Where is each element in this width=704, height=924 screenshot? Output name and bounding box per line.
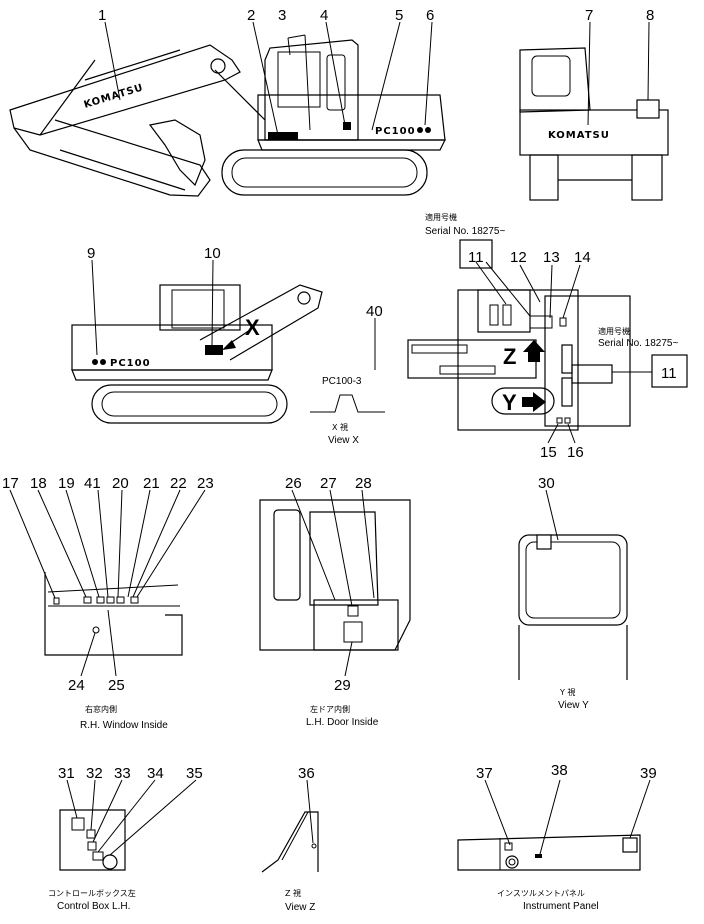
callout-3: 3 bbox=[278, 7, 286, 24]
view-x-detail: PC100-3 X 視 View X bbox=[310, 376, 385, 446]
callout-41: 41 bbox=[84, 475, 101, 492]
callout-18: 18 bbox=[30, 475, 47, 492]
view-z-caption-jp: Z 視 bbox=[285, 889, 301, 898]
excavator-plan-view: 適用号機 Serial No. 18275~ Z Y 適用号機 Serial N… bbox=[407, 212, 688, 431]
view-x-decal-text: PC100-3 bbox=[322, 376, 362, 387]
callout-12: 12 bbox=[510, 249, 527, 266]
model-badge-side: PC100 bbox=[375, 126, 416, 137]
callout-17: 17 bbox=[2, 475, 19, 492]
callout-14: 14 bbox=[574, 249, 591, 266]
callout-11-right: 11 bbox=[661, 365, 677, 382]
callout-31: 31 bbox=[58, 765, 75, 782]
control-box-caption-en: Control Box L.H. bbox=[57, 901, 130, 912]
view-y-caption-en: View Y bbox=[558, 700, 589, 711]
leader-lines bbox=[9, 21, 651, 856]
callout-box-11-top bbox=[459, 239, 493, 269]
callout-23: 23 bbox=[197, 475, 214, 492]
view-y-caption-jp: Y 視 bbox=[559, 688, 575, 697]
callout-40: 40 bbox=[366, 303, 383, 320]
instrument-panel: インスツルメントパネル Instrument Panel bbox=[457, 834, 641, 912]
callout-35: 35 bbox=[186, 765, 203, 782]
view-z-caption-en: View Z bbox=[285, 902, 315, 913]
rh-window-inside: 右窓内側 R.H. Window Inside bbox=[44, 572, 183, 731]
control-box-lh: コントロールボックス左 Control Box L.H. bbox=[48, 809, 136, 912]
callout-15: 15 bbox=[540, 444, 557, 461]
view-x-arrow-letter: X bbox=[245, 315, 260, 340]
callout-box-11-right bbox=[651, 354, 688, 388]
callout-2: 2 bbox=[247, 7, 255, 24]
excavator-left-view: PC100 X bbox=[71, 284, 323, 424]
callout-26: 26 bbox=[285, 475, 302, 492]
callout-36: 36 bbox=[298, 765, 315, 782]
serial-label-right: Serial No. 18275~ bbox=[598, 338, 678, 349]
callout-19: 19 bbox=[58, 475, 75, 492]
lh-door-caption-en: L.H. Door Inside bbox=[306, 717, 379, 728]
view-x-caption-jp: X 視 bbox=[332, 423, 348, 432]
callout-10: 10 bbox=[204, 245, 221, 262]
excavator-rear-view: KOMATSU bbox=[519, 47, 669, 201]
callout-30: 30 bbox=[538, 475, 555, 492]
serial-jp-top: 適用号機 bbox=[425, 212, 457, 222]
control-box-caption-jp: コントロールボックス左 bbox=[48, 888, 136, 898]
callout-11-top: 11 bbox=[468, 249, 484, 266]
arrow-letter-z: Z bbox=[503, 344, 516, 369]
instrument-caption-en: Instrument Panel bbox=[523, 901, 599, 912]
callout-28: 28 bbox=[355, 475, 372, 492]
callout-34: 34 bbox=[147, 765, 164, 782]
serial-label-top: Serial No. 18275~ bbox=[425, 226, 505, 237]
view-x-caption-en: View X bbox=[328, 435, 359, 446]
rh-window-caption-jp: 右窓内側 bbox=[85, 704, 117, 714]
model-badge-left: PC100 bbox=[110, 358, 151, 369]
callout-24: 24 bbox=[68, 677, 85, 694]
callout-21: 21 bbox=[143, 475, 160, 492]
callout-1: 1 bbox=[98, 7, 106, 24]
callout-numbers: 1 2 3 4 5 6 7 8 9 10 11 11 12 13 14 15 1… bbox=[2, 7, 677, 782]
callout-29: 29 bbox=[334, 677, 351, 694]
excavator-side-view: PC100 KOMATSU bbox=[9, 39, 446, 197]
callout-32: 32 bbox=[86, 765, 103, 782]
callout-33: 33 bbox=[114, 765, 131, 782]
callout-37: 37 bbox=[476, 765, 493, 782]
rh-window-caption-en: R.H. Window Inside bbox=[80, 720, 168, 731]
instrument-caption-jp: インスツルメントパネル bbox=[497, 889, 585, 898]
serial-jp-right: 適用号機 bbox=[598, 326, 630, 336]
lh-door-caption-jp: 左ドア内側 bbox=[310, 704, 350, 714]
callout-27: 27 bbox=[320, 475, 337, 492]
callout-4: 4 bbox=[320, 7, 328, 24]
callout-25: 25 bbox=[108, 677, 125, 694]
callout-8: 8 bbox=[646, 7, 654, 24]
callout-9: 9 bbox=[87, 245, 95, 262]
arrow-letter-y: Y bbox=[502, 390, 517, 415]
callout-5: 5 bbox=[395, 7, 403, 24]
rear-brand-decal: KOMATSU bbox=[548, 130, 610, 141]
callout-13: 13 bbox=[543, 249, 560, 266]
callout-20: 20 bbox=[112, 475, 129, 492]
callout-16: 16 bbox=[567, 444, 584, 461]
callout-7: 7 bbox=[585, 7, 593, 24]
view-y: Y 視 View Y bbox=[518, 534, 628, 711]
lh-door-inside: 左ドア内側 L.H. Door Inside bbox=[259, 499, 411, 728]
callout-6: 6 bbox=[426, 7, 434, 24]
callout-38: 38 bbox=[551, 762, 568, 779]
callout-39: 39 bbox=[640, 765, 657, 782]
callout-22: 22 bbox=[170, 475, 187, 492]
view-z: Z 視 View Z bbox=[261, 811, 319, 913]
